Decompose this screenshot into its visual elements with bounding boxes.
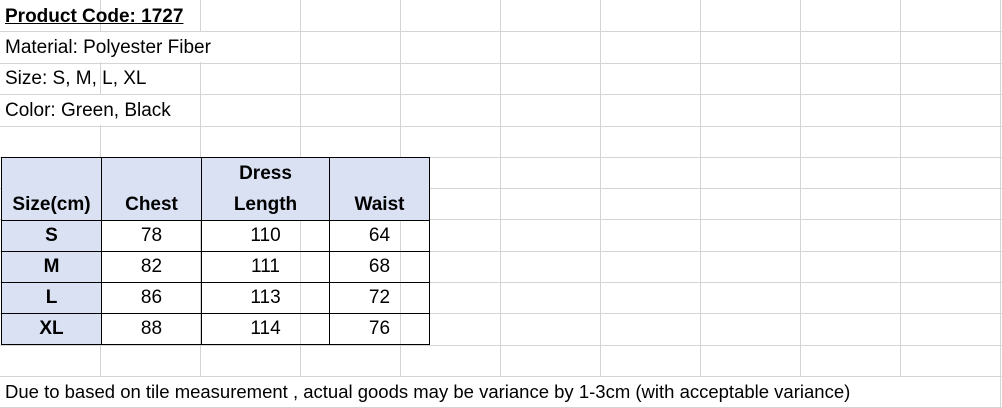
header-dress-length: Dress Length: [201, 157, 330, 221]
row-divider: [0, 345, 1002, 346]
table-row: S 78 110 64: [1, 220, 430, 252]
length-cell: 111: [201, 251, 330, 283]
row-divider: [0, 94, 1002, 95]
chest-cell: 78: [101, 220, 202, 252]
color-text: Color: Green, Black: [5, 100, 171, 121]
size-chart-table: Size(cm) Chest Dress Length Waist S 78 1…: [1, 157, 430, 345]
row-divider: [0, 63, 1002, 64]
table-row: XL 88 114 76: [1, 313, 430, 345]
table-header-row: Size(cm) Chest Dress Length Waist: [1, 157, 430, 221]
material-text: Material: Polyester Fiber: [5, 37, 211, 58]
length-cell: 114: [201, 313, 330, 345]
size-text: Size: S, M, L, XL: [5, 68, 147, 89]
length-cell: 113: [201, 282, 330, 314]
size-cell: L: [1, 282, 102, 314]
header-waist: Waist: [329, 157, 430, 221]
waist-cell: 68: [329, 251, 430, 283]
row-divider: [0, 126, 1002, 127]
row-divider: [0, 376, 1002, 377]
table-row: M 82 111 68: [1, 251, 430, 283]
chest-cell: 88: [101, 313, 202, 345]
header-chest: Chest: [101, 157, 202, 221]
variance-note: Due to based on tile measurement , actua…: [5, 381, 851, 402]
table-row: L 86 113 72: [1, 282, 430, 314]
column-divider: [1000, 0, 1001, 408]
chest-cell: 82: [101, 251, 202, 283]
row-divider: [0, 188, 1002, 189]
product-code: Product Code: 1727: [5, 6, 184, 27]
row-divider: [0, 313, 1002, 314]
size-cell: XL: [1, 313, 102, 345]
column-divider: [900, 0, 901, 376]
row-divider: [0, 157, 1002, 158]
row-divider: [0, 219, 1002, 220]
column-divider: [800, 0, 801, 376]
waist-cell: 76: [329, 313, 430, 345]
waist-cell: 72: [329, 282, 430, 314]
column-divider: [700, 0, 701, 376]
length-cell: 110: [201, 220, 330, 252]
waist-cell: 64: [329, 220, 430, 252]
row-divider: [0, 31, 1002, 32]
header-size: Size(cm): [1, 157, 102, 221]
column-divider: [600, 0, 601, 376]
row-divider: [0, 282, 1002, 283]
size-cell: S: [1, 220, 102, 252]
row-divider: [0, 251, 1002, 252]
chest-cell: 86: [101, 282, 202, 314]
size-cell: M: [1, 251, 102, 283]
column-divider: [500, 0, 501, 376]
